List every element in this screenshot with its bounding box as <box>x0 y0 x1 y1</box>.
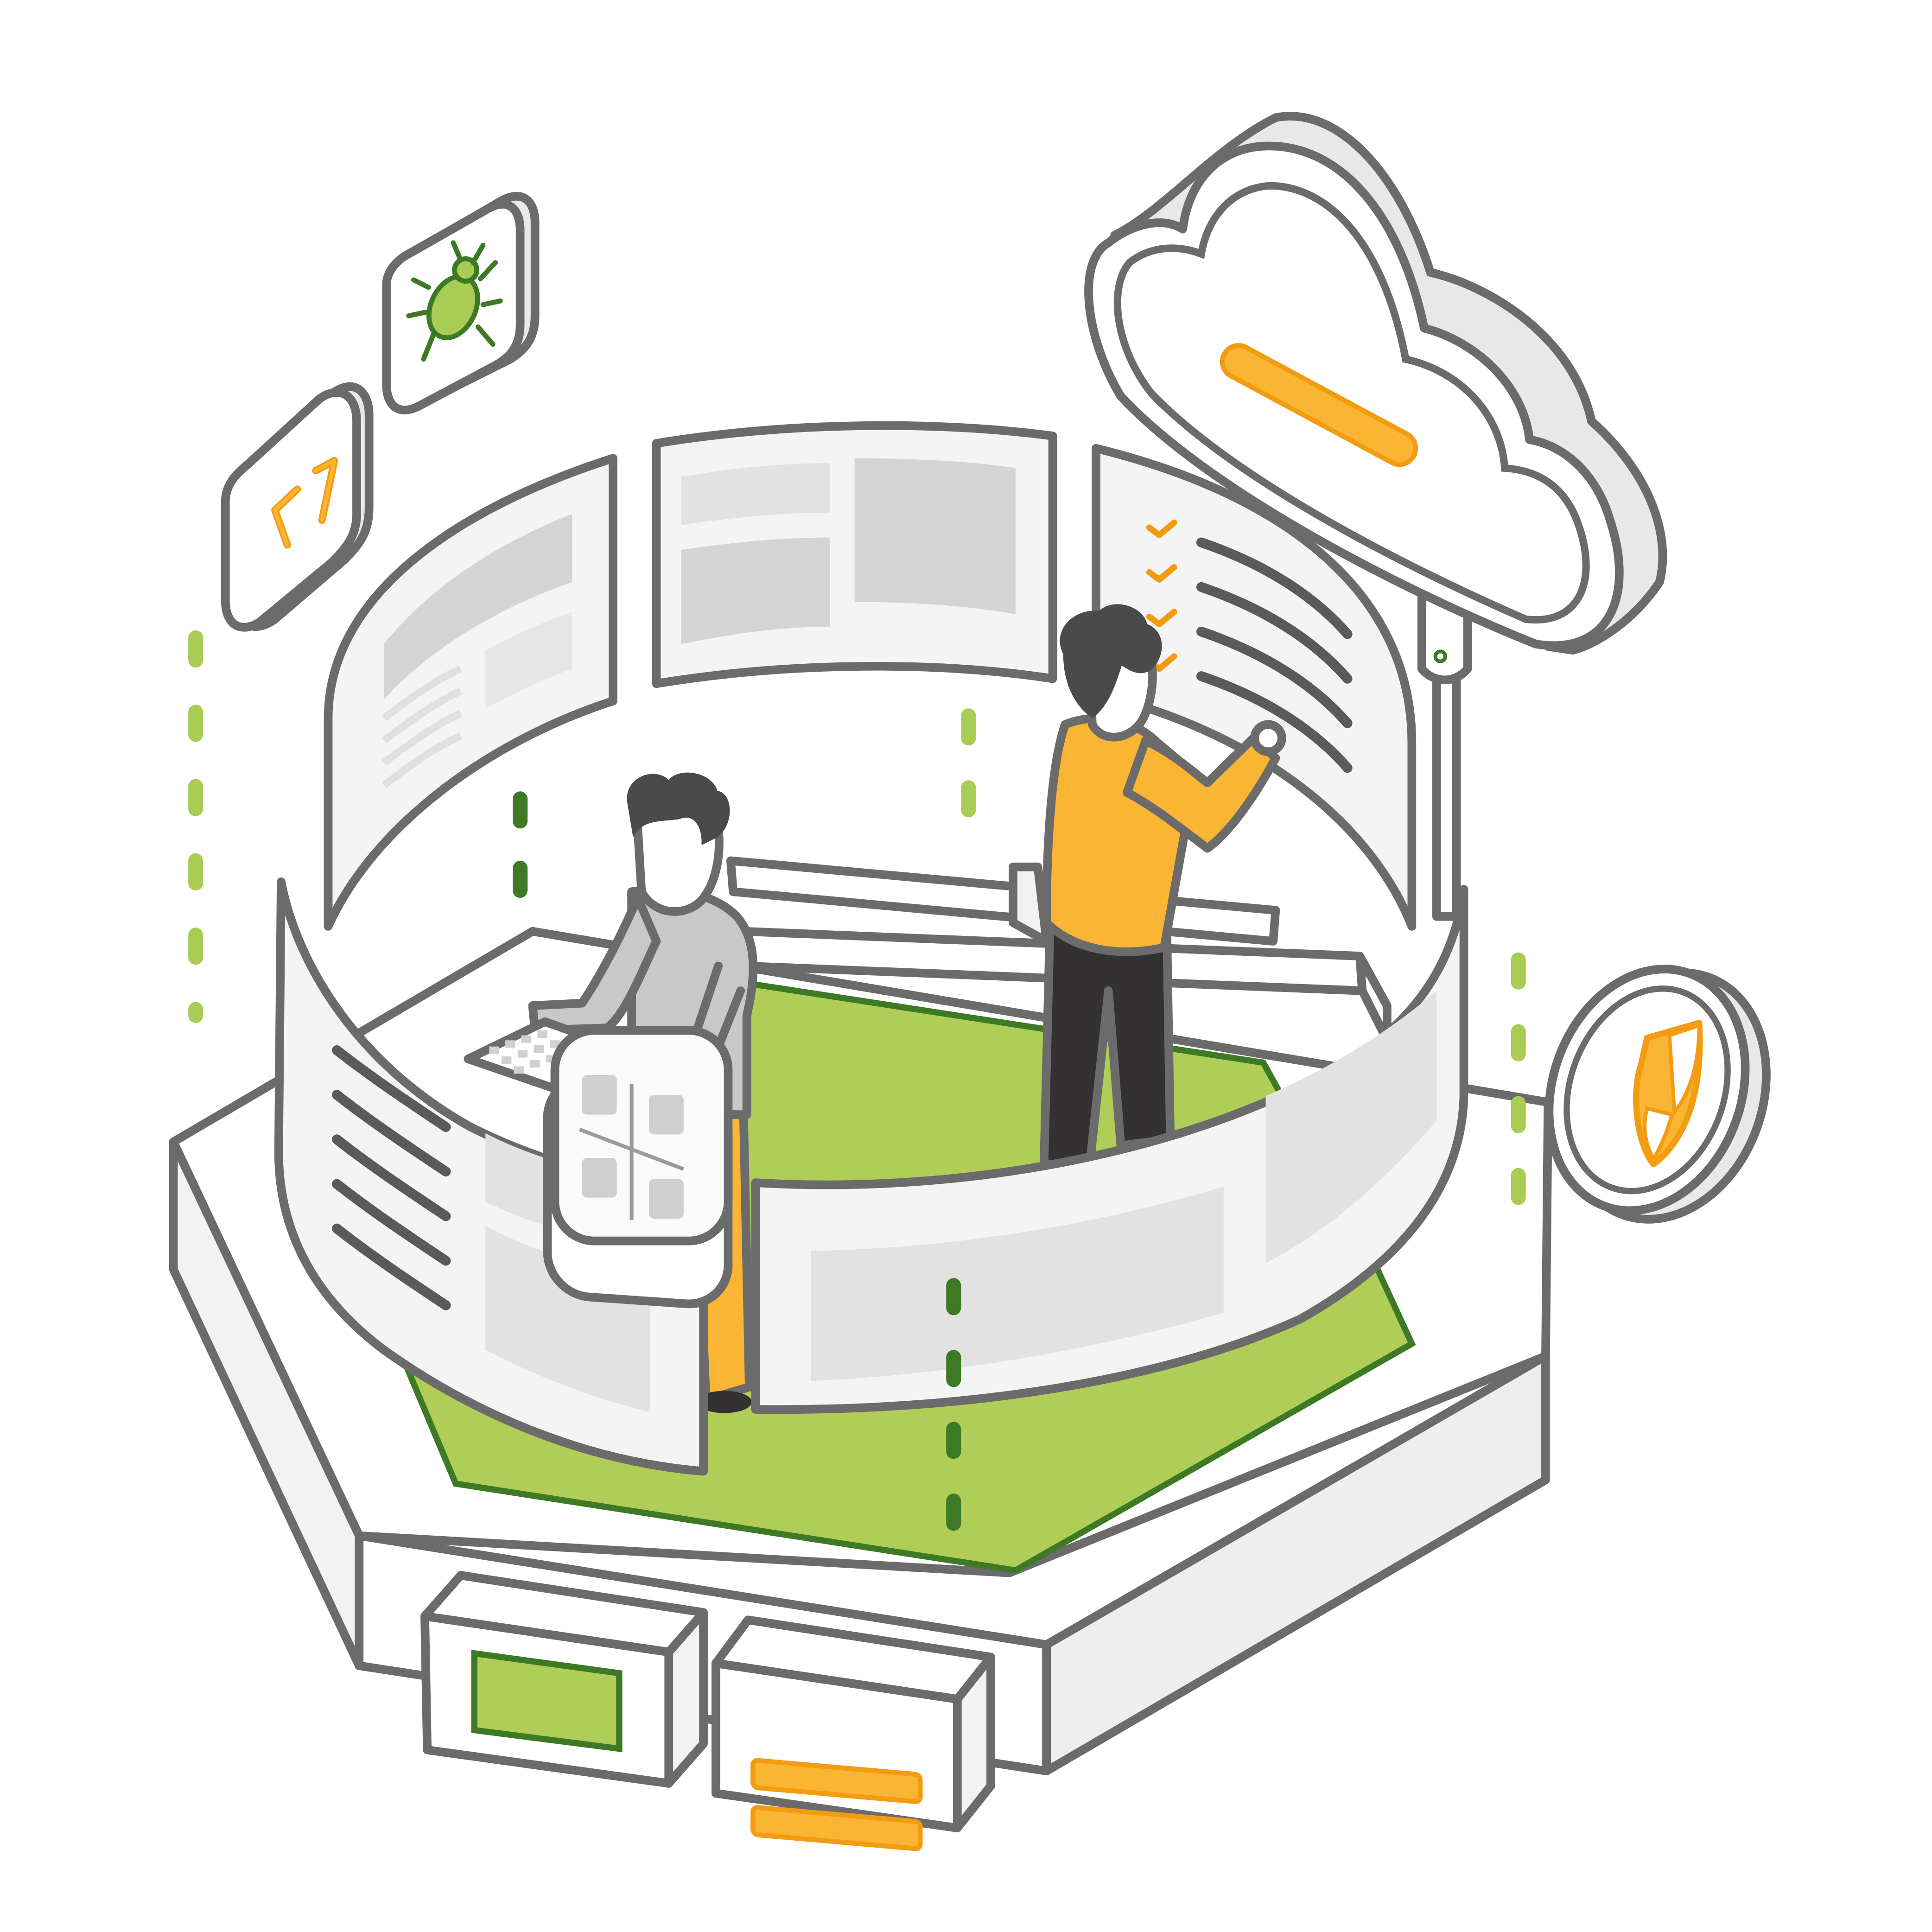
layout-grid-icon <box>543 1026 733 1309</box>
code-brackets-icon <box>221 382 374 632</box>
screen-back-center <box>652 421 1057 688</box>
screen-back-right-checklist <box>1092 444 1417 931</box>
dashed-lines <box>188 630 1526 1550</box>
drawer-orange <box>711 1615 995 1851</box>
drawer-green <box>420 1571 708 1788</box>
shield-icon <box>1544 965 1771 1224</box>
cloud-icon <box>1084 112 1667 921</box>
screen-front-right <box>751 884 1468 1414</box>
bug-icon <box>382 192 540 414</box>
screen-back-left <box>324 454 617 931</box>
person-standing-analyst <box>1039 604 1286 1169</box>
